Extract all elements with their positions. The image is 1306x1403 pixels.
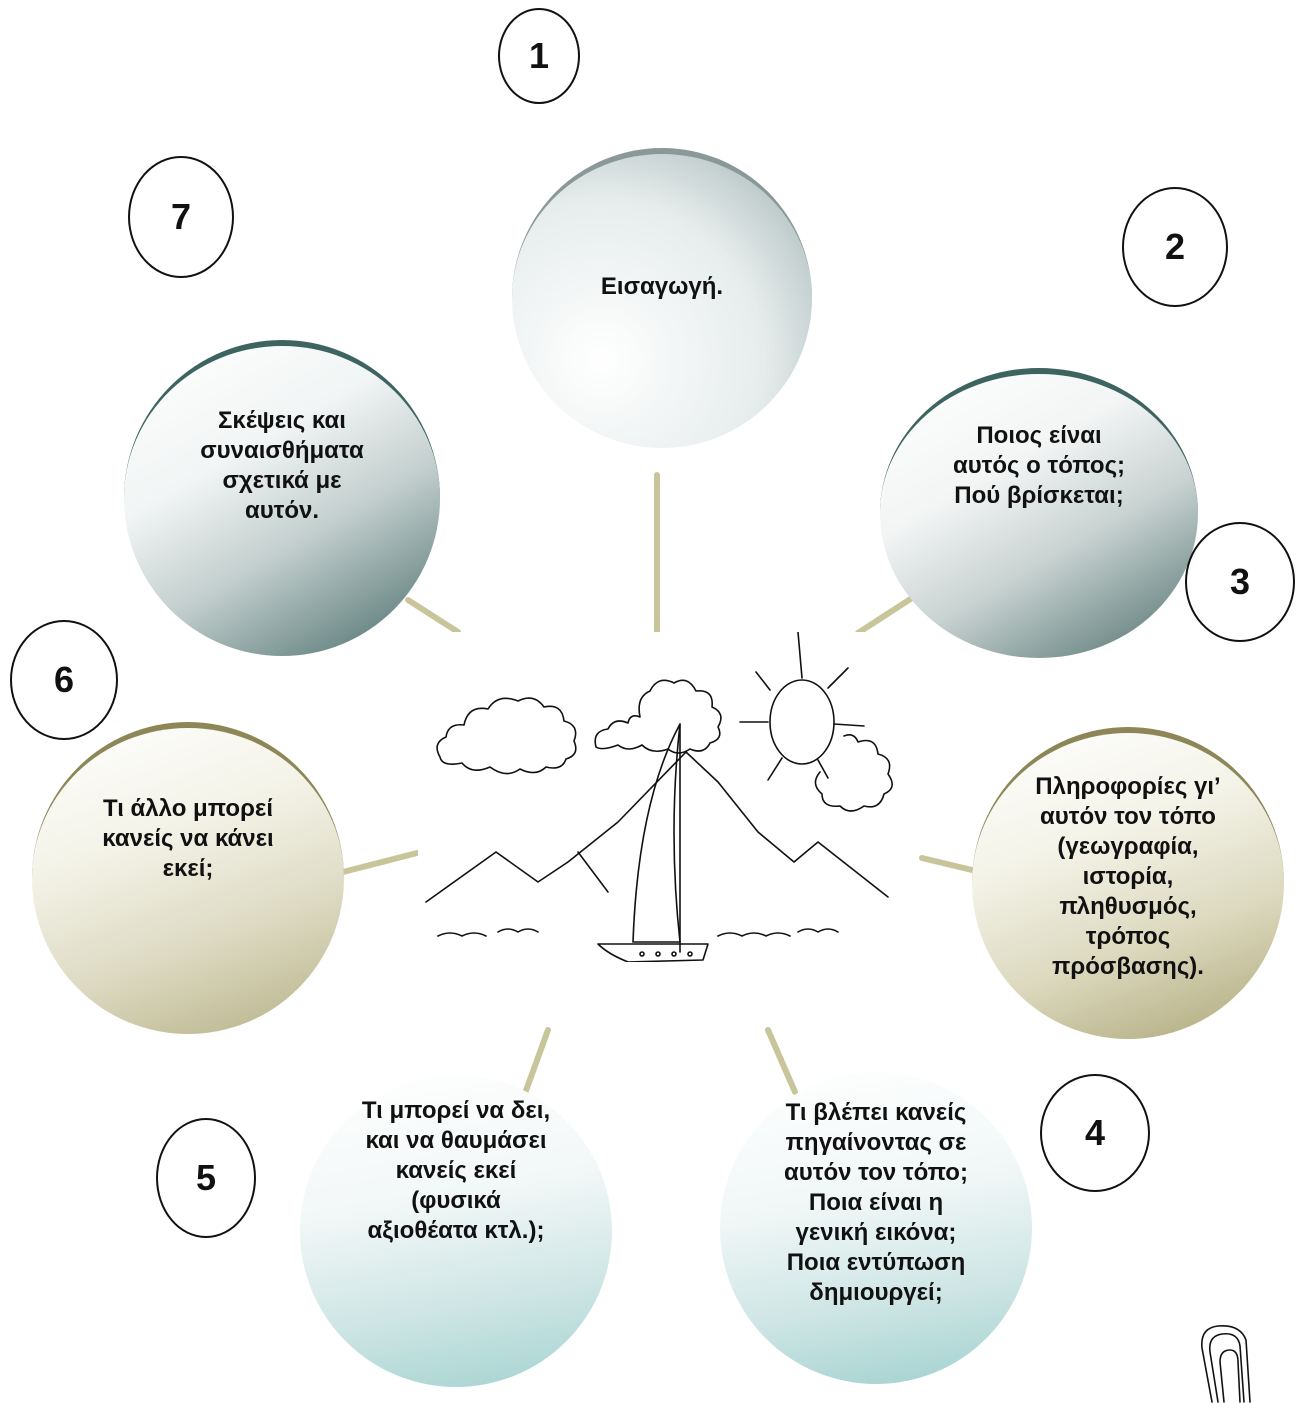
node-info: Πληροφορίες γι’ αυτόν τον τόπο (γεωγραφί… xyxy=(972,727,1284,1039)
node-what-else-label: Τι άλλο μπορεί κανείς να κάνει εκεί; xyxy=(102,795,274,882)
paperclip-sketch-icon xyxy=(1201,1324,1251,1403)
node-sights: Τι μπορεί να δει, και να θαυμάσει κανείς… xyxy=(300,1075,612,1387)
node-info-label: Πληροφορίες γι’ αυτόν τον τόπο (γεωγραφί… xyxy=(1035,773,1221,980)
mountains-icon xyxy=(425,751,889,903)
number-badge-5: 5 xyxy=(156,1118,256,1238)
node-what-else: Τι άλλο μπορεί κανείς να κάνει εκεί; xyxy=(32,722,344,1034)
number-badge-4-label: 4 xyxy=(1084,1112,1106,1153)
number-badge-6-label: 6 xyxy=(53,659,75,700)
connector-info xyxy=(919,855,975,873)
number-badge-3-label: 3 xyxy=(1229,561,1251,602)
cloud-middle-icon xyxy=(594,679,722,754)
number-badge-2-label: 2 xyxy=(1164,226,1186,267)
node-what-see-label: Τι βλέπει κανείς πηγαίνοντας σε αυτόν το… xyxy=(784,1099,968,1306)
node-thoughts-label: Σκέψεις και συναισθήματα σχετικά με αυτό… xyxy=(200,407,364,524)
number-badge-1-label: 1 xyxy=(528,35,550,76)
node-sights-label: Τι μπορεί να δει, και να θαυμάσει κανείς… xyxy=(361,1097,551,1244)
node-intro: Εισαγωγή. xyxy=(512,148,812,448)
number-badge-5-label: 5 xyxy=(195,1157,217,1198)
node-what-see: Τι βλέπει κανείς πηγαίνοντας σε αυτόν το… xyxy=(720,1072,1032,1384)
sailboat-drawing xyxy=(425,631,893,963)
sun-icon xyxy=(769,679,835,765)
number-badge-2: 2 xyxy=(1122,187,1228,307)
number-badge-3: 3 xyxy=(1185,522,1295,642)
water-icon xyxy=(437,928,839,937)
connector-what-else xyxy=(340,850,420,875)
number-badge-7: 7 xyxy=(128,156,234,278)
connector-what-place xyxy=(855,595,915,636)
node-what-place-label: Ποιος είναι αυτός ο τόπος; Πού βρίσκεται… xyxy=(952,422,1126,509)
number-badge-7-label: 7 xyxy=(170,196,192,237)
connector-thoughts xyxy=(405,597,461,635)
node-thoughts: Σκέψεις και συναισθήματα σχετικά με αυτό… xyxy=(124,340,440,656)
sail-icon xyxy=(632,723,681,943)
cloud-left-icon xyxy=(436,697,577,775)
connector-what-see xyxy=(765,1027,798,1095)
number-badge-1: 1 xyxy=(498,8,580,104)
node-what-place: Ποιος είναι αυτός ο τόπος; Πού βρίσκεται… xyxy=(880,368,1198,658)
boat-hull-icon xyxy=(597,943,709,963)
number-badge-4: 4 xyxy=(1040,1074,1150,1192)
node-intro-label: Εισαγωγή. xyxy=(600,273,724,300)
number-badge-6: 6 xyxy=(10,620,118,740)
center-drawing xyxy=(418,631,918,963)
cloud-right-icon xyxy=(814,734,893,812)
